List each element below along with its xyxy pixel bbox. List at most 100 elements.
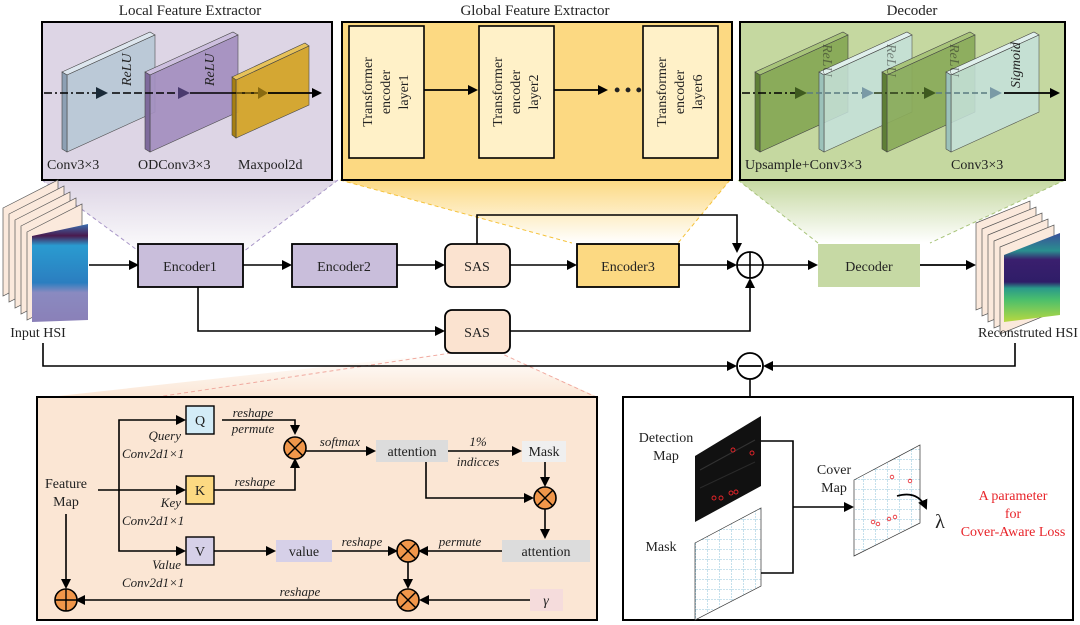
skip-connection-top [476, 214, 742, 253]
arrow [425, 462, 534, 503]
reshape-label: reshape [342, 534, 383, 549]
decoder-block[interactable]: Decoder [818, 244, 920, 287]
add-operator [736, 251, 764, 279]
detection-map-label: Map [653, 449, 679, 464]
local-feature-extractor-panel: ReLU ReLU Conv3×3 ODConv3×3 Maxpool2d [41, 21, 333, 181]
loss-note: for [1005, 507, 1022, 522]
transformer-encoder-layer-1: Transformer encoder layer1 [348, 25, 425, 159]
encoder2-block[interactable]: Encoder2 [291, 243, 398, 288]
sas-bottom-block[interactable]: SAS [444, 309, 511, 354]
attention-box: attention [376, 440, 448, 462]
odconv3x3-label: ODConv3×3 [138, 158, 210, 173]
feature-map-label: Feature [45, 477, 87, 492]
svg-text:Transformer: Transformer [491, 57, 506, 127]
arrow [118, 490, 186, 556]
svg-text:γ: γ [543, 594, 549, 609]
input-to-subtract-arrow [42, 343, 737, 371]
lambda-symbol: λ [935, 511, 945, 533]
relu-label: ReLU [120, 52, 135, 87]
value-conv-label: Conv2d1×1 [122, 575, 184, 590]
reshape-label: reshape [233, 405, 274, 420]
svg-text:attention: attention [522, 545, 571, 560]
value-tensor-box: value [276, 540, 332, 562]
input-hsi-label: Input HSI [10, 326, 66, 341]
query-box: Q [185, 405, 215, 435]
permute-label: permute [438, 534, 482, 549]
global-panel-funnel [340, 180, 730, 243]
cover-aware-loss-panel: Detection Map Mask Cover Map [622, 396, 1074, 621]
local-panel-funnel [42, 180, 338, 258]
svg-text:SAS: SAS [464, 260, 490, 275]
arrow [214, 458, 300, 491]
cover-map-label: Map [821, 481, 847, 496]
multiply-operator [283, 436, 307, 460]
loss-note: Cover-Aware Loss [961, 525, 1066, 540]
detection-map-image [695, 416, 761, 522]
one-percent-label: 1% [469, 434, 487, 449]
indices-label: indicces [457, 454, 500, 469]
relu-label: ReLU [883, 43, 898, 78]
svg-text:layer1: layer1 [397, 75, 412, 110]
relu-label: ReLU [203, 52, 218, 87]
funnel-edge [497, 351, 599, 399]
svg-text:Transformer: Transformer [361, 57, 376, 127]
svg-text:encoder: encoder [673, 70, 688, 115]
decoder-panel-title: Decoder [887, 3, 938, 19]
svg-text:encoder: encoder [509, 70, 524, 115]
mask-grid-image [694, 507, 762, 621]
softmax-label: softmax [320, 434, 361, 449]
encoder1-block[interactable]: Encoder1 [137, 243, 244, 288]
local-panel-title: Local Feature Extractor [119, 3, 261, 19]
detection-map-label: Detection [639, 431, 693, 446]
key-label: Key [160, 495, 181, 510]
transformer-encoder-layer-2: Transformer encoder layer2 [478, 25, 555, 159]
arrow [222, 419, 300, 435]
encoder3-block[interactable]: Encoder3 [576, 243, 680, 288]
lambda-arrow [896, 493, 928, 510]
reconstructed-hsi-label: Reconstruted HSI [978, 326, 1078, 341]
mask-label: Mask [645, 540, 676, 555]
conv3x3-label: Conv3×3 [951, 158, 1003, 173]
output-to-subtract-arrow [763, 343, 1016, 371]
svg-text:Encoder3: Encoder3 [601, 260, 655, 275]
svg-text:Q: Q [195, 414, 205, 429]
input-hsi-image [32, 224, 88, 322]
reshape-label: reshape [280, 584, 321, 599]
attention-box-2: attention [502, 540, 590, 562]
sas-detail-panel: Feature Map Q K V Query Conv2d1×1 Key Co… [36, 396, 598, 621]
global-panel-title: Global Feature Extractor [460, 3, 609, 19]
relu-label: ReLU [946, 43, 961, 78]
decoder-panel-funnel [738, 180, 1065, 243]
input-hsi [2, 179, 88, 322]
permute-label: permute [231, 421, 275, 436]
maxpool2d-label: Maxpool2d [238, 158, 303, 173]
sas-top-block[interactable]: SAS [444, 243, 511, 288]
funnel-edge [737, 179, 819, 244]
multiply-operator [533, 486, 557, 510]
sas-detail-funnel [40, 352, 600, 398]
funnel-edge [234, 179, 339, 259]
sigmoid-label: Sigmoid [1009, 41, 1024, 88]
svg-text:layer6: layer6 [691, 75, 706, 110]
skip-connection-bottom [510, 278, 755, 332]
svg-text:value: value [289, 545, 319, 560]
mask-box: Mask [522, 441, 566, 462]
query-conv-label: Conv2d1×1 [122, 446, 184, 461]
decoder-panel: ReLU ReLU ReLU Sigmoid Upsample+Conv3×3 … [739, 21, 1066, 181]
reconstructed-hsi-image [1004, 233, 1060, 322]
encoder1-to-sas-arrow [197, 287, 445, 336]
transformer-encoder-layer-6: Transformer encoder layer6 [642, 25, 719, 159]
value-box: V [185, 536, 215, 566]
reshape-label: reshape [235, 474, 276, 489]
residual-add-operator [54, 588, 78, 612]
value-label: Value [152, 557, 181, 572]
global-feature-extractor-panel: Transformer encoder layer1 Transformer e… [341, 21, 733, 181]
conv3x3-layer [61, 31, 156, 153]
multiply-operator [396, 588, 420, 612]
svg-text:Transformer: Transformer [655, 57, 670, 127]
svg-text:attention: attention [388, 445, 437, 460]
reconstructed-hsi [975, 200, 1060, 335]
svg-text:V: V [195, 545, 205, 560]
svg-text:layer2: layer2 [527, 75, 542, 110]
key-box: K [185, 475, 215, 505]
